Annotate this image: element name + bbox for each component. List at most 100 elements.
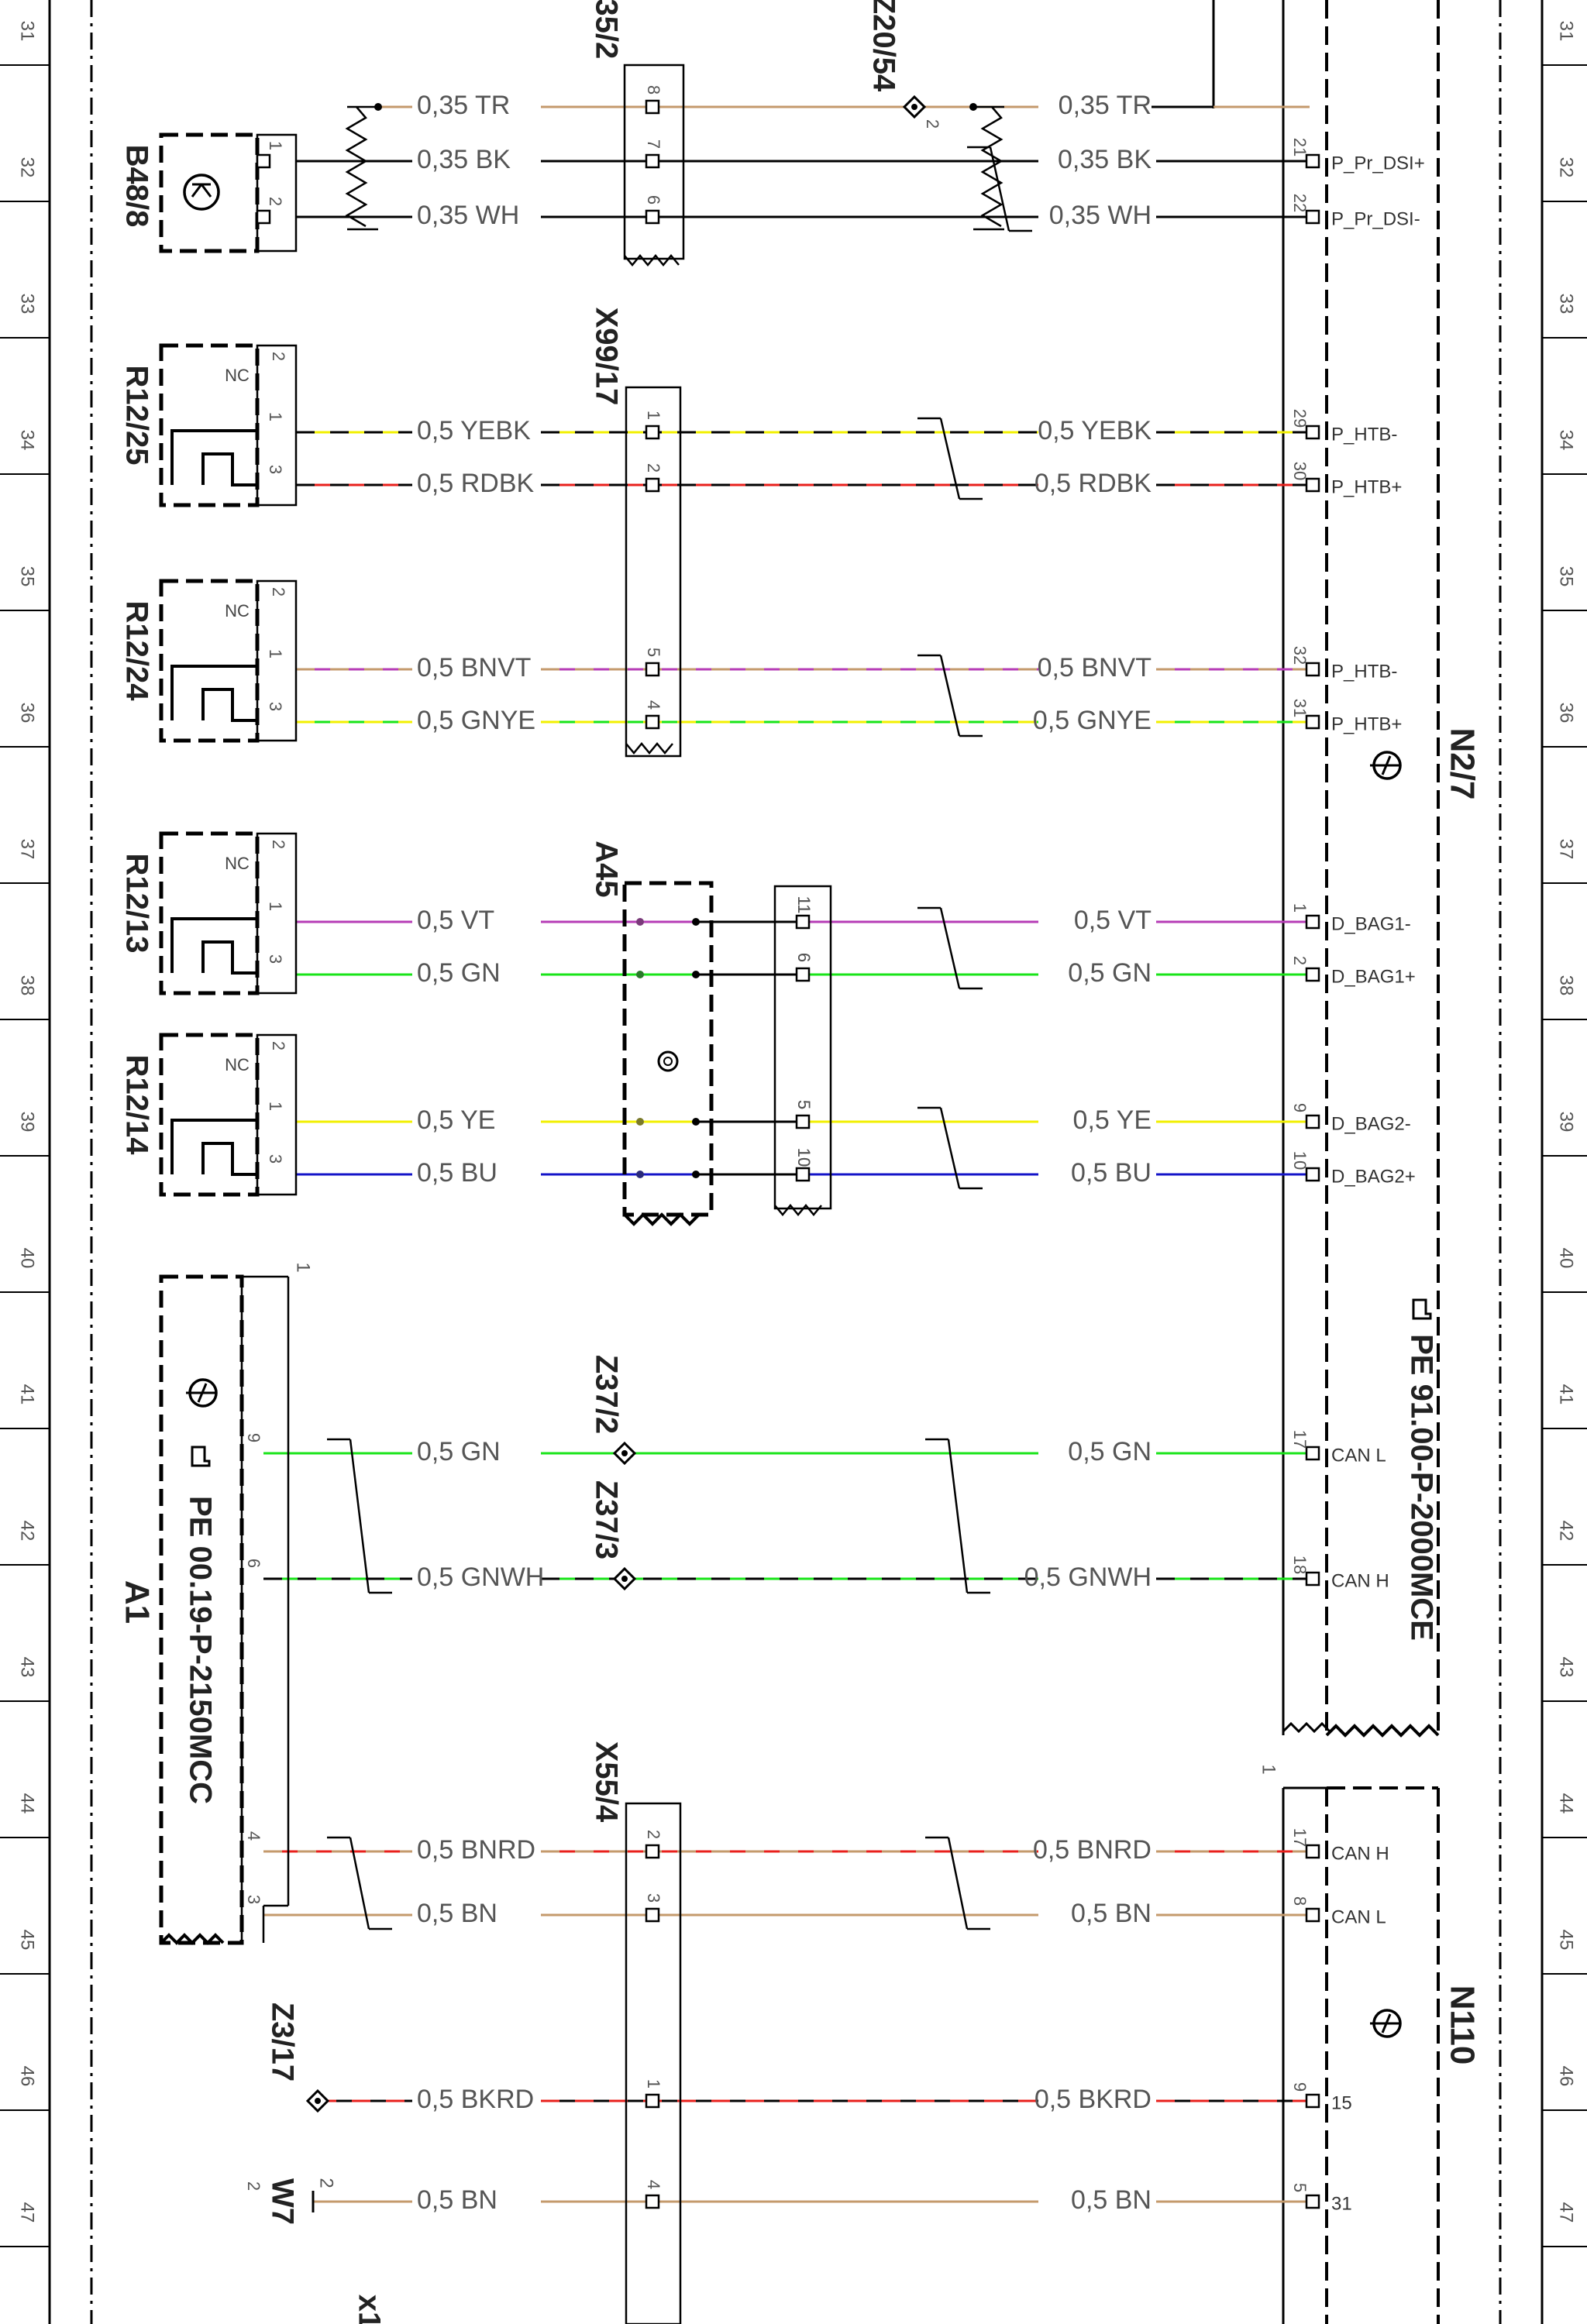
ecu-sensor-icon — [1368, 2009, 1402, 2038]
ecu-signal-label: P_Pr_DSI- — [1331, 208, 1420, 229]
connector-pin-number: 11 — [794, 896, 814, 914]
n110-label: N110 — [1443, 1985, 1481, 2065]
wire-label-left: 0,5 BN — [417, 1899, 497, 1928]
wire-label-right: 0,35 BK — [1058, 145, 1152, 174]
row-number-right: 41 — [1556, 1384, 1577, 1405]
a45-contact-left — [636, 971, 644, 978]
w7-label: W7 — [265, 2178, 299, 2225]
component-pin-number: 3 — [244, 1895, 263, 1904]
wire-label-right: 0,5 GNWH — [1024, 1563, 1152, 1592]
a45-clockspring — [622, 881, 832, 1226]
connector-pin-box — [795, 967, 811, 982]
wire-label-left: 0,5 RDBK — [417, 469, 534, 498]
twist-mark — [939, 907, 961, 989]
row-number-right: 46 — [1556, 2066, 1577, 2087]
wire-label-left: 0,35 WH — [417, 201, 519, 230]
wire-label-right: 0,5 VT — [1074, 906, 1152, 935]
row-number-right: 37 — [1556, 839, 1577, 860]
connector-pin-box — [645, 714, 660, 730]
heater-pin-block — [256, 579, 298, 742]
component-pin-number: 3 — [266, 954, 285, 964]
heater-element-icon — [170, 429, 257, 486]
wire-label-right: 0,5 YEBK — [1038, 416, 1152, 445]
wire-label-right: 0,5 BN — [1071, 2185, 1152, 2215]
connector-pin-box — [645, 153, 660, 169]
a1-box — [159, 1274, 290, 1945]
ecu-pin-number: 32 — [1290, 646, 1310, 665]
connector-pin-box — [795, 1114, 811, 1129]
row-number-left: 37 — [17, 839, 38, 860]
connector-pin-number: 6 — [794, 953, 814, 962]
b48-8-label: B48/8 — [119, 145, 153, 228]
row-number-left: 41 — [17, 1384, 38, 1405]
ecu-signal-label: P_HTB- — [1331, 661, 1397, 682]
a1-reference: PE 00.19-P-2150MCC — [183, 1496, 217, 1804]
x1-label: x1 — [352, 2295, 386, 2324]
ecu-pin-box — [1305, 477, 1320, 493]
ecu-pin-box — [1305, 714, 1320, 730]
wire-label-left: 0,5 BKRD — [417, 2085, 534, 2114]
ecu-pin-box — [1305, 1571, 1320, 1587]
component-label: R12/13 — [119, 854, 153, 954]
ecu-signal-label: CAN L — [1331, 1445, 1386, 1466]
ecu-pin-number: 8 — [1290, 1896, 1310, 1906]
row-number-left: 43 — [17, 1657, 38, 1678]
connector-pin-box — [645, 1844, 660, 1859]
twist-mark — [349, 1439, 370, 1593]
connector-pin-number: 7 — [644, 139, 663, 149]
ecu-pin-number: 30 — [1290, 462, 1310, 480]
row-number-right: 42 — [1556, 1521, 1577, 1542]
component-pin-number: 2 — [266, 197, 285, 206]
row-number-left: 42 — [17, 1521, 38, 1542]
reference-hand-icon — [1412, 1298, 1432, 1320]
wire-label-right: 0,5 BNVT — [1038, 653, 1152, 682]
a45-label: A45 — [589, 841, 623, 897]
a45-contact-left — [636, 918, 644, 926]
ecu-pin-box — [1305, 662, 1320, 677]
ecu-pin-number: 29 — [1290, 409, 1310, 428]
x35-2-label: X35/2 — [589, 0, 623, 59]
connector-pin-box — [795, 914, 811, 930]
connector-pin-box — [645, 425, 660, 440]
wire-label-left: 0,5 GNWH — [417, 1563, 544, 1592]
connector-pin-box — [645, 209, 660, 225]
connector-pin-number: 1 — [644, 411, 663, 420]
wire-label-left: 0,5 BNVT — [417, 653, 531, 682]
component-pin-number: 3 — [266, 702, 285, 711]
ecu-pin-box — [1305, 1114, 1320, 1129]
nc-pin-number: 2 — [269, 587, 288, 596]
connector-pin-number: 2 — [644, 1830, 663, 1839]
a45-contact-left — [636, 1171, 644, 1178]
x99-17-connector — [625, 386, 682, 758]
connector-pin-box — [645, 477, 660, 493]
wire-label-left: 0,5 BU — [417, 1158, 497, 1188]
nc-label: NC — [225, 854, 250, 873]
ecu-signal-label: P_HTB+ — [1331, 713, 1402, 734]
wire-label-right: 0,5 BN — [1071, 1899, 1152, 1928]
ecu-pin-number: 2 — [1290, 956, 1310, 965]
n2-7-label: N2/7 — [1443, 728, 1481, 800]
row-number-right: 35 — [1556, 566, 1577, 587]
ecu-signal-label: CAN H — [1331, 1843, 1389, 1864]
ecu-signal-label: CAN L — [1331, 1906, 1386, 1927]
wire-label-right: 0,5 GN — [1068, 958, 1152, 988]
row-number-right: 39 — [1556, 1112, 1577, 1133]
ecu-signal-label: D_BAG1+ — [1331, 966, 1416, 987]
wire-label-left: 0,5 GN — [417, 1437, 501, 1466]
ecu-pin-number: 31 — [1290, 699, 1310, 717]
ecu-pin-box — [1305, 1844, 1320, 1859]
row-number-left: 39 — [17, 1112, 38, 1133]
heater-element-icon — [170, 1119, 257, 1176]
connector-pin-box — [645, 2194, 660, 2209]
row-number-left: 46 — [17, 2066, 38, 2087]
row-number-right: 44 — [1556, 1793, 1577, 1814]
twist-mark — [939, 418, 961, 500]
ecu-pin-box — [1305, 153, 1320, 169]
ecu-pin-number: 17 — [1290, 1430, 1310, 1449]
row-number-right: 38 — [1556, 975, 1577, 996]
wire-label-right: 0,5 GN — [1068, 1437, 1152, 1466]
n110-box — [1282, 1786, 1440, 2324]
twisted-pair-markers — [306, 95, 1032, 2212]
component-label: R12/24 — [119, 601, 153, 702]
splice-diamond — [306, 2089, 329, 2113]
